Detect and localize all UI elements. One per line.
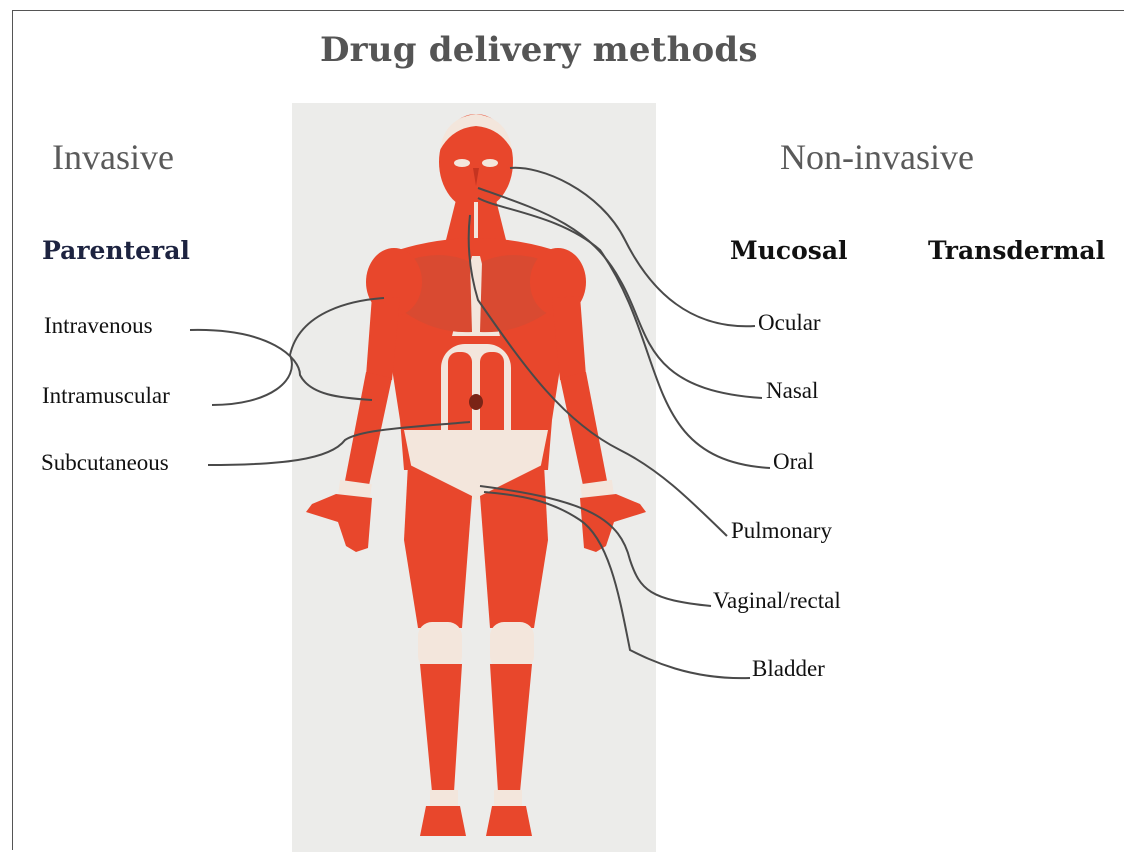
diagram-title: Drug delivery methods — [320, 30, 758, 70]
subcategory-parenteral: Parenteral — [42, 236, 190, 265]
subcategory-transdermal: Transdermal — [928, 236, 1105, 265]
connector-intramuscular — [212, 298, 384, 405]
connector-nasal — [478, 188, 762, 398]
connector-pulmonary — [469, 215, 727, 536]
connector-subcutaneous — [208, 422, 470, 465]
connector-vaginal-rectal — [480, 486, 711, 606]
route-label-intravenous: Intravenous — [44, 313, 153, 339]
route-label-intramuscular: Intramuscular — [42, 383, 170, 409]
route-label-subcutaneous: Subcutaneous — [41, 450, 169, 476]
route-label-ocular: Ocular — [758, 310, 821, 336]
route-label-vaginal-rectal: Vaginal/rectal — [713, 588, 841, 614]
category-invasive: Invasive — [52, 136, 174, 178]
connector-ocular — [510, 168, 755, 327]
route-label-bladder: Bladder — [752, 656, 825, 682]
route-label-nasal: Nasal — [766, 378, 818, 404]
route-label-oral: Oral — [773, 449, 814, 475]
category-non-invasive: Non-invasive — [780, 136, 974, 178]
subcategory-mucosal: Mucosal — [730, 236, 848, 265]
connector-intravenous — [190, 330, 372, 400]
route-label-pulmonary: Pulmonary — [731, 518, 832, 544]
